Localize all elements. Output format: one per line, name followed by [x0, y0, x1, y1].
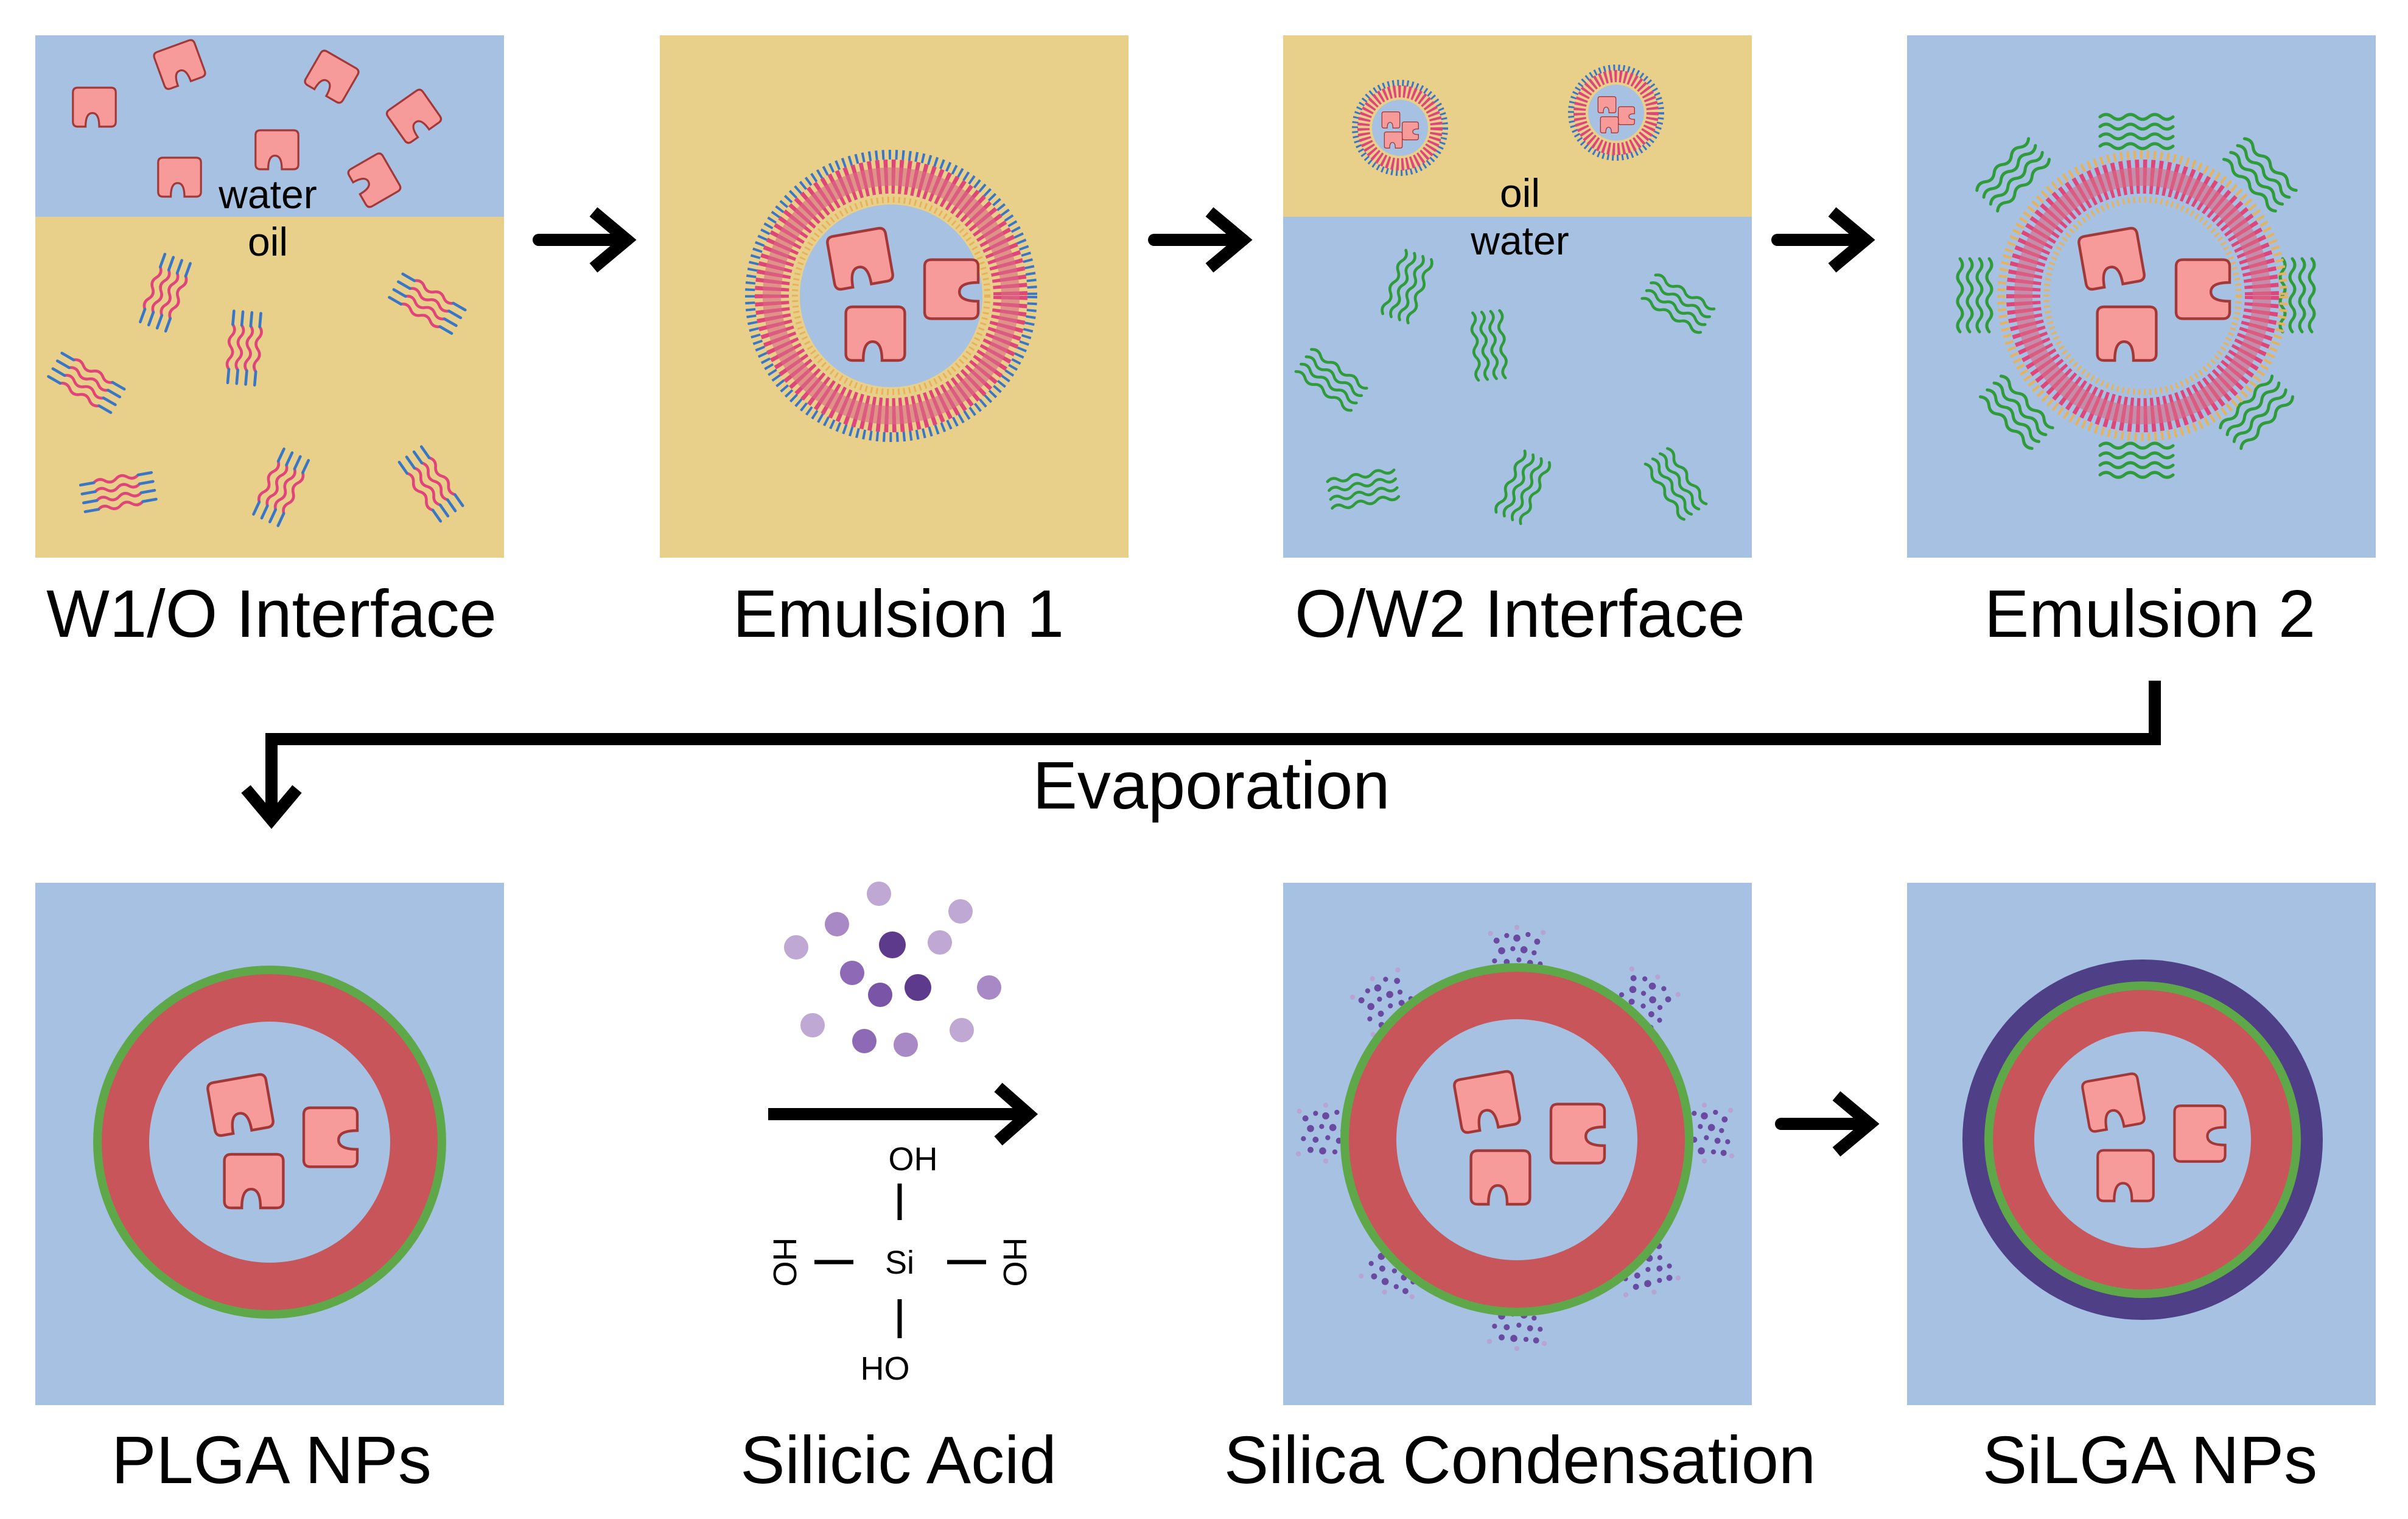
panel-silica-condensation: Silica Condensation: [1224, 883, 1816, 1498]
water-label: water: [1470, 218, 1569, 263]
droplet-inner-tails: [2043, 197, 2242, 395]
panel-emulsion-1: Emulsion 1: [660, 35, 1129, 651]
silicic-acid-structure: OH Si HO HO HO: [766, 1141, 1033, 1387]
arrow-3: [1771, 207, 1875, 273]
oil-label: oil: [248, 219, 288, 264]
small-droplet-right: [1568, 65, 1664, 161]
panel-plga-nps: PLGA NPs: [35, 883, 504, 1498]
droplet-shell-tint: [763, 167, 1020, 424]
panel-silicic-acid: OH Si HO HO HO Silicic Acid: [740, 882, 1057, 1498]
droplet-inner-tails: [792, 197, 990, 395]
oh-top: OH: [889, 1141, 938, 1177]
caption-silga-nps: SiLGA NPs: [1983, 1423, 2317, 1498]
evaporation-connector: [241, 681, 2161, 829]
arrow-4: [1775, 1091, 1880, 1157]
caption-silicic-acid: Silicic Acid: [740, 1423, 1057, 1498]
silicic-acid-particles: [784, 882, 1001, 1057]
caption-silica-condensation: Silica Condensation: [1224, 1423, 1816, 1498]
addition-arrow: [768, 1082, 1038, 1146]
oh-left: HO: [766, 1238, 803, 1287]
arrow-2: [1148, 207, 1253, 273]
panel-ow2-interface: oil water O/W2 Interface: [1283, 35, 1752, 651]
water-core: [1396, 1019, 1637, 1260]
evaporation-label: Evaporation: [1032, 748, 1390, 823]
caption-emulsion-2: Emulsion 2: [1984, 577, 2315, 651]
water-core: [2034, 1031, 2251, 1248]
oil-phase: [1283, 35, 1752, 217]
caption-emulsion-1: Emulsion 1: [733, 577, 1064, 651]
caption-plga-nps: PLGA NPs: [111, 1423, 432, 1498]
caption-ow2-interface: O/W2 Interface: [1295, 577, 1745, 651]
water-core: [149, 1022, 390, 1263]
caption-w1o-interface: W1/O Interface: [46, 577, 497, 651]
panel-silga-nps: SiLGA NPs: [1907, 883, 2376, 1498]
droplet-shell-tint: [2014, 167, 2271, 424]
oh-right: HO: [996, 1238, 1033, 1287]
small-droplet-left: [1352, 80, 1448, 176]
oil-label: oil: [1500, 170, 1540, 216]
silicon-atom: Si: [885, 1244, 914, 1281]
arrow-1: [533, 207, 637, 273]
panel-w1o-interface: water oil W1/O Interface: [35, 35, 504, 651]
oh-bottom: HO: [861, 1350, 910, 1387]
water-label: water: [218, 172, 317, 217]
panel-emulsion-2: Emulsion 2: [1907, 35, 2376, 651]
droplet-outer-tails: [1997, 150, 2288, 441]
droplet-outer-tails: [745, 150, 1037, 442]
